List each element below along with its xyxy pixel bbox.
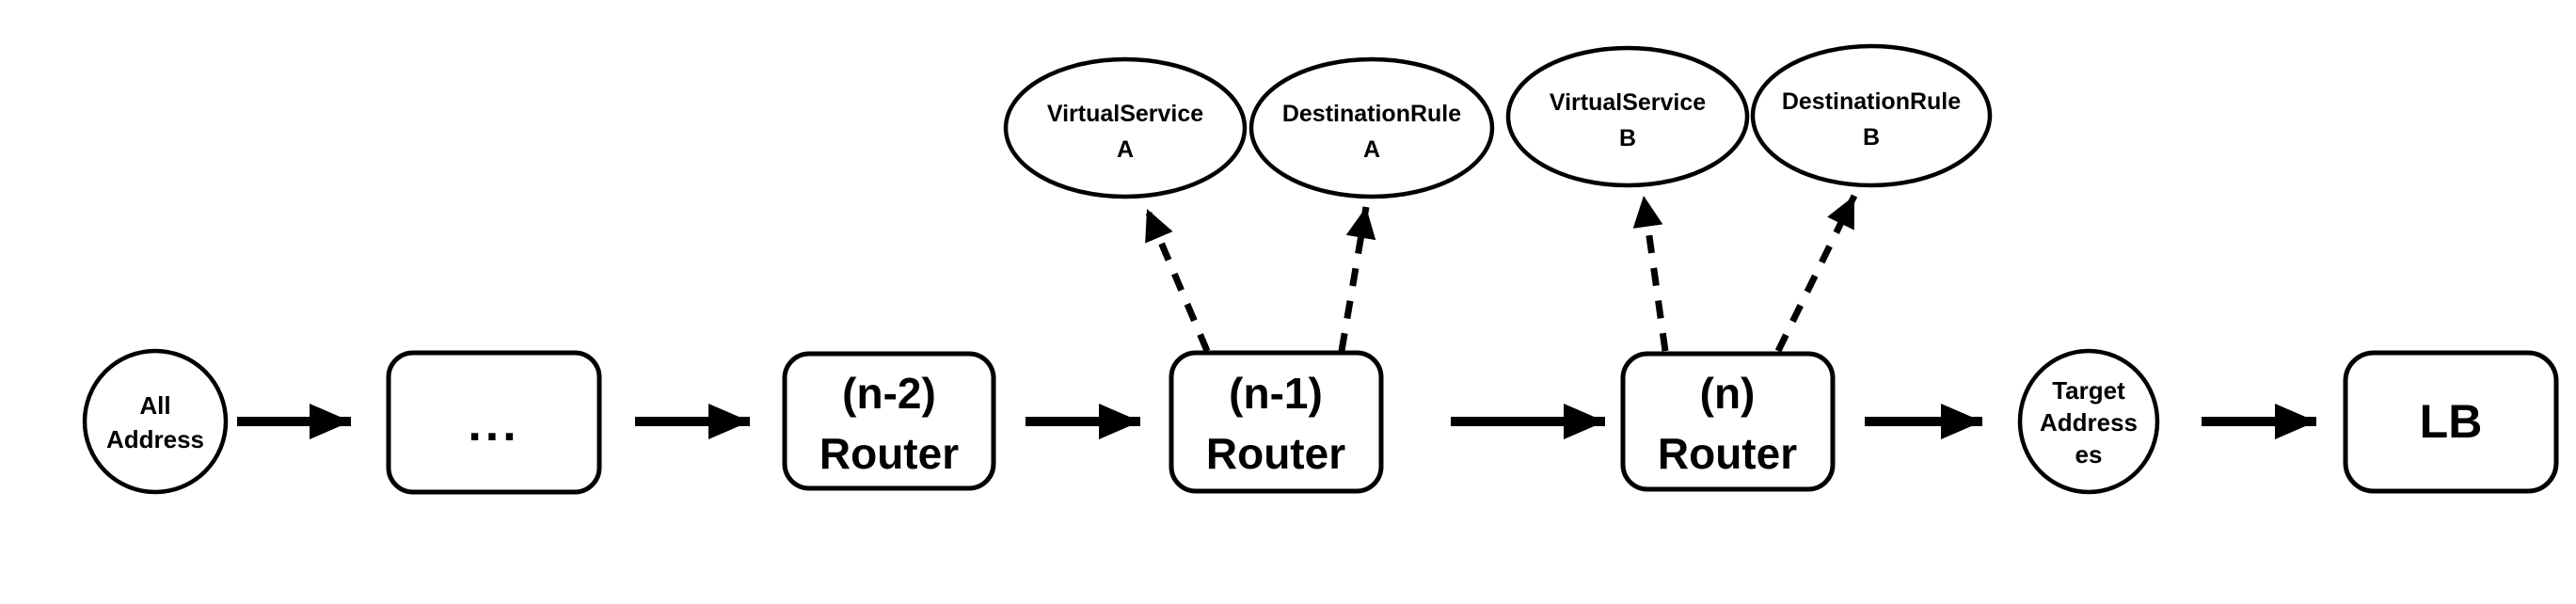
router-n1-box bbox=[1169, 350, 1384, 494]
dots-box bbox=[386, 350, 602, 495]
virtualservice-a-ellipse bbox=[1003, 56, 1248, 199]
target-addresses-label-line1: Target bbox=[2052, 376, 2125, 405]
destinationrule-a-ellipse bbox=[1248, 56, 1495, 199]
all-address-node: All Address bbox=[82, 348, 229, 495]
router-n1-label-line1: (n-1) bbox=[1229, 369, 1323, 418]
router-n1-node: (n-1) Router bbox=[1169, 350, 1384, 494]
router-n-label-line1: (n) bbox=[1700, 369, 1756, 418]
dashed-arrow-router-n1-to-virtualservice-a bbox=[1143, 207, 1211, 353]
dashed-arrow-router-n-to-virtualservice-b bbox=[1632, 195, 1669, 352]
router-n2-label-line2: Router bbox=[819, 429, 959, 478]
all-address-label-line2: Address bbox=[106, 425, 204, 453]
router-n1-label-line2: Router bbox=[1206, 429, 1345, 478]
destinationrule-a-label-line2: A bbox=[1363, 136, 1380, 163]
target-addresses-node: Target Address es bbox=[2017, 348, 2160, 495]
dots-label: ... bbox=[468, 397, 519, 452]
destinationrule-b-node: DestinationRule B bbox=[1750, 43, 1993, 188]
dashed-arrow-router-n-to-destinationrule-b bbox=[1774, 194, 1858, 353]
all-address-ellipse bbox=[82, 348, 229, 495]
virtualservice-b-label-line2: B bbox=[1619, 125, 1636, 151]
destinationrule-a-node: DestinationRule A bbox=[1248, 56, 1495, 199]
router-n2-label-line1: (n-2) bbox=[842, 369, 936, 418]
lb-label: LB bbox=[2420, 395, 2483, 448]
router-n2-node: (n-2) Router bbox=[782, 351, 996, 491]
virtualservice-a-label-line1: VirtualService bbox=[1047, 101, 1203, 127]
virtualservice-b-node: VirtualService B bbox=[1505, 45, 1750, 188]
destinationrule-b-label-line1: DestinationRule bbox=[1782, 88, 1961, 115]
target-addresses-label-line2: Address bbox=[2040, 408, 2138, 437]
router-n2-box bbox=[782, 351, 996, 491]
destinationrule-b-label-line2: B bbox=[1863, 124, 1880, 151]
target-addresses-label-line3: es bbox=[2075, 440, 2103, 469]
router-n-label-line2: Router bbox=[1658, 429, 1797, 478]
virtualservice-a-node: VirtualService A bbox=[1003, 56, 1248, 199]
dashed-arrow-router-n1-to-destinationrule-a bbox=[1338, 206, 1376, 352]
lb-node: LB bbox=[2343, 350, 2559, 494]
destinationrule-b-ellipse bbox=[1750, 43, 1993, 188]
virtualservice-a-label-line2: A bbox=[1117, 136, 1134, 163]
target-addresses-ellipse bbox=[2017, 348, 2160, 495]
virtualservice-b-label-line1: VirtualService bbox=[1550, 89, 1706, 116]
lb-box bbox=[2343, 350, 2559, 494]
router-n-node: (n) Router bbox=[1620, 351, 1836, 492]
dots-node: ... bbox=[386, 350, 602, 495]
router-n-box bbox=[1620, 351, 1836, 492]
all-address-label-line1: All bbox=[139, 391, 170, 420]
destinationrule-a-label-line1: DestinationRule bbox=[1282, 101, 1461, 127]
virtualservice-b-ellipse bbox=[1505, 45, 1750, 188]
dashed-arrows bbox=[1143, 194, 1858, 353]
